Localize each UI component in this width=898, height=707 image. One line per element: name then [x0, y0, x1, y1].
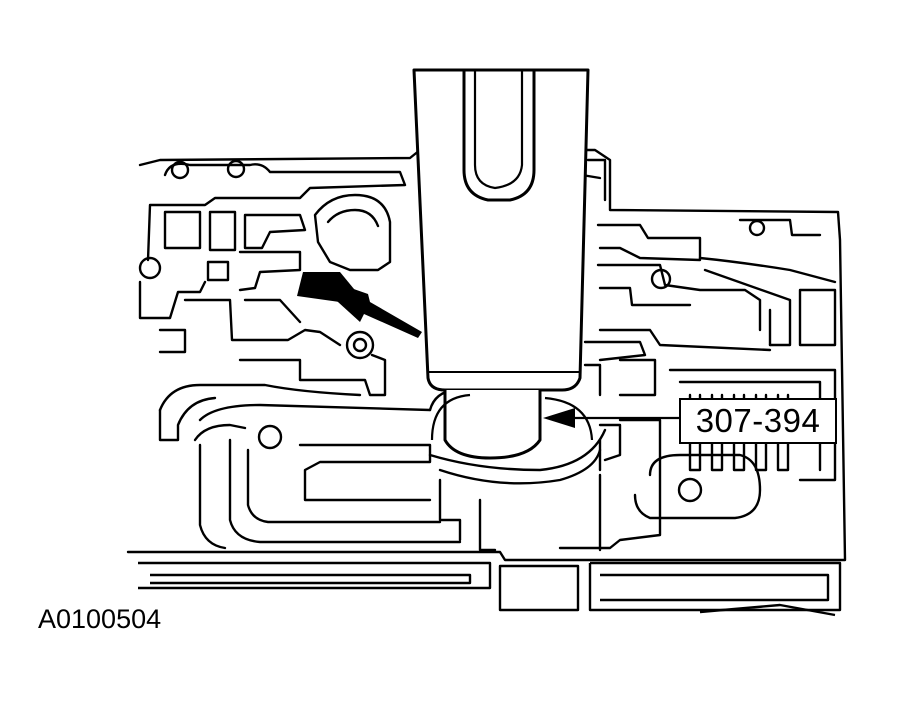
tool-307-394: [412, 68, 594, 460]
callout-leader: [543, 408, 679, 428]
direction-arrow: [297, 272, 422, 338]
lower-separator-plate: [138, 561, 842, 617]
figure-id: A0100504: [38, 604, 162, 634]
tool-number-label: 307-394: [679, 398, 837, 444]
